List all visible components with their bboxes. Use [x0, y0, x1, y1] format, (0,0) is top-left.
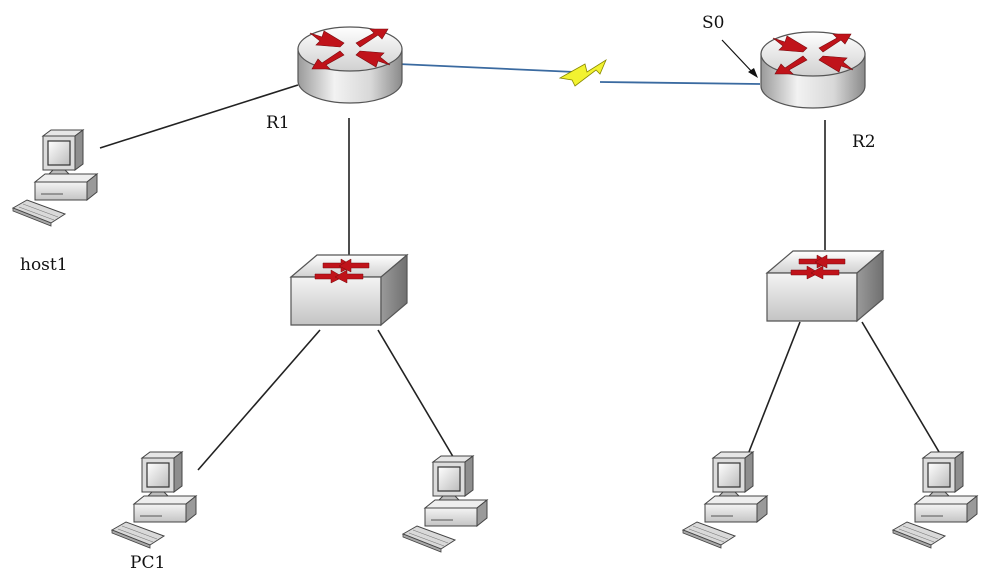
serial-link-r1-r2	[397, 58, 761, 87]
switch-1	[290, 254, 408, 326]
router-icon	[297, 26, 403, 104]
label-r2: R2	[852, 132, 876, 152]
label-r1: R1	[266, 113, 290, 133]
computer-pc2	[402, 455, 488, 553]
label-host1: host1	[20, 255, 68, 275]
computer-icon	[682, 451, 768, 549]
computer-pc4	[892, 451, 978, 549]
router-r2	[760, 31, 866, 109]
link-switch2-pc4	[861, 321, 946, 463]
switch-2	[766, 250, 884, 322]
ethernet-links	[99, 84, 946, 471]
computer-pc3	[682, 451, 768, 549]
computer-host1	[12, 129, 98, 227]
s0-pointer	[721, 39, 758, 78]
computer-icon	[892, 451, 978, 549]
link-switch1-pc1	[197, 329, 321, 471]
computer-icon	[111, 451, 197, 549]
router-icon	[760, 31, 866, 109]
router-r1	[297, 26, 403, 104]
computer-pc1	[111, 451, 197, 549]
label-pc1: PC1	[130, 553, 165, 573]
link-switch2-pc3	[744, 321, 801, 463]
link-switch1-pc2	[377, 329, 456, 461]
link-r1-host1	[99, 84, 299, 149]
serial-lightning-icon	[558, 58, 607, 87]
switch-icon	[766, 250, 884, 322]
computer-icon	[402, 455, 488, 553]
switch-icon	[290, 254, 408, 326]
label-s0: S0	[702, 13, 724, 33]
computer-icon	[12, 129, 98, 227]
